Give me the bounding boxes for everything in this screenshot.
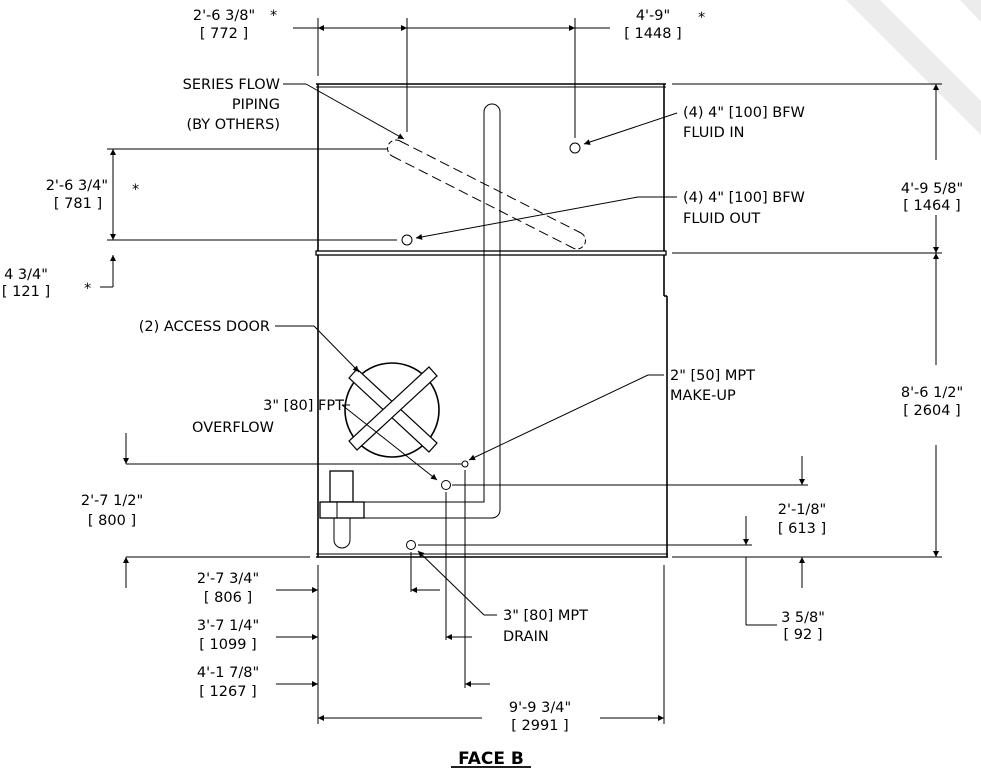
dim-drain-height-metric: [ 92 ] bbox=[784, 627, 823, 643]
dim-right-upper-metric: [ 1464 ] bbox=[903, 198, 960, 214]
overflow-label-2: OVERFLOW bbox=[192, 420, 274, 436]
fluid-in-connection bbox=[569, 142, 581, 154]
dim-left-upper-imperial: 2'-6 3/4" bbox=[46, 178, 108, 194]
dim-top-right-imperial: 4'-9" bbox=[636, 8, 670, 24]
overflow-label-1: 3" [80] FPT bbox=[263, 398, 344, 414]
drain-label-1: 3" [80] MPT bbox=[503, 608, 588, 624]
dim-top-right-metric: [ 1448 ] bbox=[624, 26, 681, 42]
callout-labels: SERIES FLOW PIPING (BY OTHERS) (4) 4" [1… bbox=[139, 77, 805, 645]
dim-left-small-mark: * bbox=[84, 281, 91, 297]
dim-right-lower-metric: [ 2604 ] bbox=[903, 403, 960, 419]
dim-right-lower-imperial: 8'-6 1/2" bbox=[901, 385, 963, 401]
leader-lines bbox=[275, 83, 678, 616]
dim-makeup-height-imperial: 2'-1/8" bbox=[778, 502, 826, 518]
makeup-connection bbox=[461, 460, 469, 468]
dim-bottom-3-metric: [ 1267 ] bbox=[199, 684, 256, 700]
series-flow-label-1: SERIES FLOW bbox=[183, 77, 280, 93]
access-door-icon bbox=[344, 362, 440, 458]
dim-left-upper-mark: * bbox=[132, 182, 139, 198]
fluid-in-label-2: FLUID IN bbox=[683, 125, 744, 141]
dim-top-right-mark: * bbox=[698, 10, 705, 26]
fluid-out-label-1: (4) 4" [100] BFW bbox=[683, 190, 805, 206]
series-flow-label-3: (BY OTHERS) bbox=[186, 117, 280, 133]
dimension-labels: 2'-6 3/8" * [ 772 ] 4'-9" * [ 1448 ] 2'-… bbox=[2, 8, 963, 734]
series-flow-label-2: PIPING bbox=[232, 97, 280, 113]
drain-label-2: DRAIN bbox=[503, 629, 549, 645]
overflow-connection bbox=[441, 480, 451, 490]
dim-top-left-mark: * bbox=[270, 8, 277, 24]
drawing-title: FACE B bbox=[458, 749, 524, 769]
dimension-lines bbox=[100, 18, 942, 724]
dim-drain-height-imperial: 3 5/8" bbox=[781, 610, 825, 626]
dim-left-lower-metric: [ 800 ] bbox=[88, 513, 136, 529]
dim-right-upper-imperial: 4'-9 5/8" bbox=[901, 181, 963, 197]
fluid-out-connection bbox=[401, 234, 413, 246]
dim-bottom-1-imperial: 2'-7 3/4" bbox=[197, 571, 259, 587]
fluid-in-label-1: (4) 4" [100] BFW bbox=[683, 105, 805, 121]
makeup-label-2: MAKE-UP bbox=[670, 388, 736, 404]
dim-left-upper-metric: [ 781 ] bbox=[54, 196, 102, 212]
connections bbox=[401, 142, 581, 550]
internal-pipe bbox=[337, 103, 501, 519]
dim-left-small-metric: [ 121 ] bbox=[2, 284, 50, 300]
dim-bottom-3-imperial: 4'-1 7/8" bbox=[197, 665, 259, 681]
series-flow-piping bbox=[387, 139, 586, 250]
fluid-out-label-2: FLUID OUT bbox=[683, 211, 760, 227]
watermark-stripe bbox=[846, 0, 981, 135]
unit-outline bbox=[315, 83, 668, 558]
makeup-label-1: 2" [50] MPT bbox=[670, 368, 755, 384]
dim-overall-width-metric: [ 2991 ] bbox=[511, 718, 568, 734]
valve-assembly bbox=[319, 470, 365, 549]
dim-top-left-imperial: 2'-6 3/8" bbox=[193, 8, 255, 24]
dim-bottom-2-imperial: 3'-7 1/4" bbox=[197, 618, 259, 634]
dim-overall-width-imperial: 9'-9 3/4" bbox=[509, 700, 571, 716]
dim-makeup-height-metric: [ 613 ] bbox=[778, 521, 826, 537]
dim-top-left-metric: [ 772 ] bbox=[200, 26, 248, 42]
access-door-label: (2) ACCESS DOOR bbox=[139, 319, 270, 335]
dim-left-lower-imperial: 2'-7 1/2" bbox=[81, 493, 143, 509]
dim-bottom-2-metric: [ 1099 ] bbox=[199, 637, 256, 653]
drain-connection bbox=[406, 540, 416, 550]
dim-left-small-imperial: 4 3/4" bbox=[4, 267, 48, 283]
dim-bottom-1-metric: [ 806 ] bbox=[204, 590, 252, 606]
